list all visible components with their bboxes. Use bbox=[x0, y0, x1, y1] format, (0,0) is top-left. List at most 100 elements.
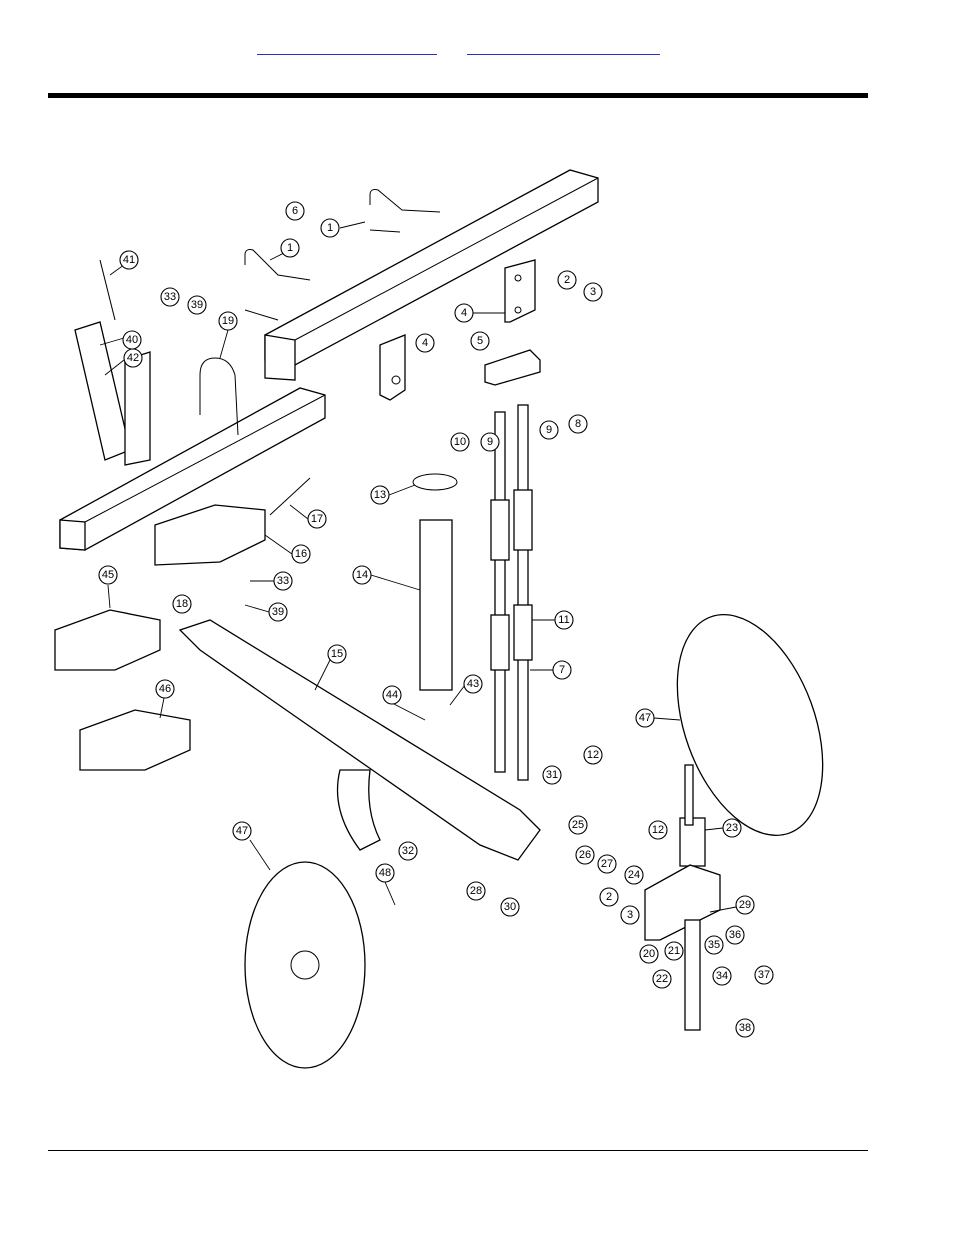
svg-text:12: 12 bbox=[587, 749, 599, 761]
callout-39: 39 bbox=[187, 295, 207, 315]
svg-text:19: 19 bbox=[222, 315, 234, 327]
callout-25: 25 bbox=[568, 815, 588, 835]
svg-text:33: 33 bbox=[277, 575, 289, 587]
callout-13: 13 bbox=[370, 484, 416, 505]
callout-38: 38 bbox=[735, 1018, 755, 1038]
svg-text:6: 6 bbox=[292, 205, 298, 217]
callout-1: 1 bbox=[269, 238, 300, 261]
callout-6: 6 bbox=[285, 201, 305, 221]
svg-text:2: 2 bbox=[564, 274, 570, 286]
svg-text:39: 39 bbox=[272, 606, 284, 618]
exploded-parts-diagram: 1 1 2 2 3 3 4 4 5 6 7 8 9 9 10 11 12 12 … bbox=[40, 150, 830, 1070]
svg-text:12: 12 bbox=[652, 824, 664, 836]
callout-37: 37 bbox=[754, 965, 774, 985]
callout-41: 41 bbox=[109, 250, 139, 276]
svg-text:7: 7 bbox=[559, 664, 565, 676]
spring-tube bbox=[412, 473, 458, 691]
callout-34: 34 bbox=[712, 966, 732, 986]
callout-2: 2 bbox=[557, 270, 577, 290]
callout-10: 10 bbox=[450, 432, 470, 452]
svg-text:38: 38 bbox=[739, 1022, 751, 1034]
callout-19: 19 bbox=[218, 311, 238, 359]
svg-text:11: 11 bbox=[558, 614, 569, 626]
callout-8: 8 bbox=[568, 414, 588, 434]
callout-4: 4 bbox=[415, 312, 505, 353]
opener-shank bbox=[336, 769, 381, 851]
callout-9: 9 bbox=[480, 432, 500, 452]
spring-rods bbox=[494, 404, 529, 781]
callout-29: 29 bbox=[709, 895, 755, 915]
callout-33: 33 bbox=[250, 571, 293, 591]
svg-text:29: 29 bbox=[739, 899, 751, 911]
svg-text:9: 9 bbox=[487, 436, 493, 448]
svg-text:30: 30 bbox=[504, 901, 516, 913]
callout-46: 46 bbox=[155, 679, 175, 719]
top-link-right[interactable] bbox=[467, 38, 660, 55]
callout-12: 12 bbox=[648, 820, 668, 840]
callout-45: 45 bbox=[98, 565, 118, 609]
callout-47: 47 bbox=[635, 708, 681, 728]
svg-text:1: 1 bbox=[287, 242, 293, 254]
svg-text:16: 16 bbox=[295, 548, 307, 560]
callout-33: 33 bbox=[160, 287, 180, 307]
callout-23: 23 bbox=[704, 818, 742, 838]
header-rule bbox=[48, 93, 868, 98]
svg-text:4: 4 bbox=[422, 337, 428, 349]
callout-26: 26 bbox=[575, 845, 595, 865]
callout-30: 30 bbox=[500, 897, 520, 917]
pivot-block bbox=[484, 349, 541, 386]
callout-11: 11 bbox=[532, 610, 574, 630]
svg-text:25: 25 bbox=[572, 819, 584, 831]
svg-text:36: 36 bbox=[729, 929, 741, 941]
callout-18: 18 bbox=[172, 594, 192, 614]
svg-text:41: 41 bbox=[123, 254, 135, 266]
footer-rule bbox=[48, 1150, 868, 1151]
svg-text:18: 18 bbox=[176, 598, 188, 610]
svg-text:23: 23 bbox=[726, 822, 738, 834]
callout-31: 31 bbox=[542, 765, 562, 785]
callout-22: 22 bbox=[652, 969, 672, 989]
callout-39: 39 bbox=[244, 602, 288, 622]
callout-3: 3 bbox=[583, 282, 603, 302]
svg-text:15: 15 bbox=[331, 648, 343, 660]
svg-text:5: 5 bbox=[477, 335, 483, 347]
svg-text:8: 8 bbox=[575, 418, 581, 430]
svg-text:33: 33 bbox=[164, 291, 176, 303]
mount-block bbox=[154, 504, 266, 566]
callout-4: 4 bbox=[454, 303, 474, 323]
svg-text:48: 48 bbox=[379, 867, 391, 879]
callout-47: 47 bbox=[232, 821, 271, 871]
main-frame-tube bbox=[264, 169, 599, 381]
callout-43: 43 bbox=[449, 674, 483, 706]
mount-plate-right bbox=[504, 259, 536, 323]
callout-17: 17 bbox=[289, 504, 327, 529]
top-link-left[interactable] bbox=[257, 38, 437, 55]
callout-12: 12 bbox=[583, 745, 603, 765]
callout-1: 1 bbox=[320, 218, 366, 238]
svg-text:31: 31 bbox=[546, 769, 558, 781]
svg-text:34: 34 bbox=[716, 970, 728, 982]
svg-text:22: 22 bbox=[656, 973, 668, 985]
svg-text:20: 20 bbox=[643, 948, 655, 960]
callout-27: 27 bbox=[597, 854, 617, 874]
callout-28: 28 bbox=[466, 881, 486, 901]
svg-text:42: 42 bbox=[127, 352, 139, 364]
svg-text:9: 9 bbox=[546, 424, 552, 436]
callout-14: 14 bbox=[352, 565, 421, 591]
svg-text:21: 21 bbox=[668, 945, 680, 957]
svg-text:27: 27 bbox=[601, 858, 613, 870]
callout-15: 15 bbox=[314, 644, 347, 691]
svg-text:4: 4 bbox=[461, 307, 467, 319]
callout-24: 24 bbox=[624, 865, 644, 885]
callout-21: 21 bbox=[664, 941, 684, 961]
svg-text:13: 13 bbox=[374, 489, 386, 501]
mount-block-alt bbox=[54, 609, 191, 771]
callout-3: 3 bbox=[620, 905, 640, 925]
callout-42: 42 bbox=[104, 348, 143, 376]
svg-text:26: 26 bbox=[579, 849, 591, 861]
callout-2: 2 bbox=[599, 887, 619, 907]
svg-text:10: 10 bbox=[454, 436, 466, 448]
svg-text:35: 35 bbox=[708, 939, 720, 951]
svg-text:32: 32 bbox=[402, 845, 414, 857]
svg-text:28: 28 bbox=[470, 885, 482, 897]
